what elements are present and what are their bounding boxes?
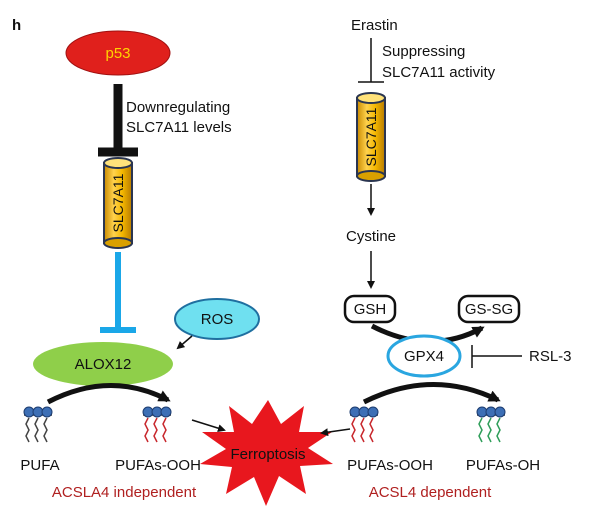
gpx4-label: GPX4 [404, 348, 444, 365]
right-arrow-label-line1: Suppressing [382, 43, 465, 60]
ros-node [174, 298, 260, 340]
right-arrow-label-line2: SLC7A11 activity [382, 64, 496, 81]
ferroptosis-label: Ferroptosis [230, 446, 305, 463]
gsh-label: GSH [354, 301, 387, 318]
left-pathway-label: ACSLA4 independent [52, 484, 197, 501]
right-slc7a11-transporter: SLC7A11 [356, 92, 386, 182]
cystine-label: Cystine [346, 228, 396, 245]
left-pufas-ooh-lipid-icon [142, 406, 172, 443]
left-to-ferroptosis-arrow [191, 419, 226, 433]
gpx4-node [386, 334, 462, 378]
pufas-oh-lipid-icon [476, 406, 506, 443]
left-arrow-label-line2: SLC7A11 levels [126, 119, 232, 136]
left-slc7a11-transporter: SLC7A11 [103, 157, 133, 249]
rsl3-label: RSL-3 [529, 348, 572, 365]
gssg-label: GS-SG [465, 301, 513, 318]
ros-to-alox12-arrow [176, 335, 193, 350]
right-to-ferroptosis-arrow [320, 428, 351, 437]
right-slc7a11-label: SLC7A11 [363, 107, 379, 166]
alox12-label: ALOX12 [75, 356, 132, 373]
erastin-label: Erastin [351, 17, 398, 34]
left-conversion-arrow [46, 383, 171, 405]
left-slc7a11-label: SLC7A11 [110, 173, 126, 232]
pufa-label: PUFA [20, 457, 59, 474]
right-pathway-label: ACSL4 dependent [369, 484, 492, 501]
right-pufas-ooh-lipid-icon [349, 406, 379, 443]
panel-label: h [12, 17, 21, 34]
alox12-node [33, 342, 173, 386]
pufa-lipid-icon [23, 406, 53, 443]
pufas-oh-label: PUFAs-OH [466, 457, 540, 474]
p53-label: p53 [105, 45, 130, 62]
right-pufas-ooh-label: PUFAs-OOH [347, 457, 433, 474]
gssg-node [457, 294, 521, 324]
right-conversion-arrow [362, 382, 501, 405]
ros-label: ROS [201, 311, 234, 328]
ferroptosis-burst [200, 400, 333, 506]
p53-node [65, 30, 171, 76]
gsh-node [343, 294, 397, 324]
left-pufas-ooh-label: PUFAs-OOH [115, 457, 201, 474]
left-arrow-label-line1: Downregulating [126, 99, 230, 116]
